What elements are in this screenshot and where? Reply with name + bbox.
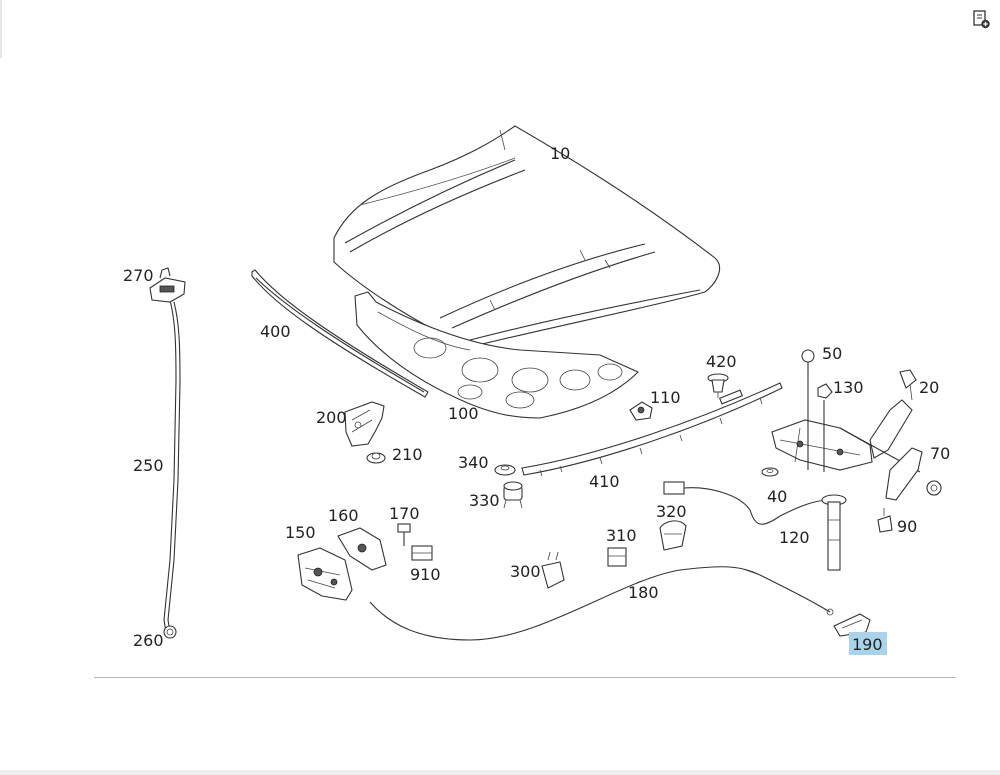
part-label-910[interactable]: 910 (410, 565, 441, 584)
part-label-340[interactable]: 340 (458, 453, 489, 472)
part-label-100[interactable]: 100 (448, 404, 479, 423)
part-270-drawing (149, 267, 186, 303)
part-label-40[interactable]: 40 (767, 487, 787, 506)
hood-inner-panel-drawing (354, 291, 639, 419)
part-label-120[interactable]: 120 (779, 528, 810, 547)
part-210-drawing (366, 452, 386, 464)
part-190-drawing (833, 613, 871, 637)
part-40-drawing (761, 467, 779, 477)
part-420-drawing (707, 373, 729, 398)
part-label-400[interactable]: 400 (260, 322, 291, 341)
left-panel-edge (0, 0, 2, 58)
part-330-drawing (503, 481, 523, 509)
part-label-10[interactable]: 10 (550, 144, 570, 163)
selected-part-highlight (849, 632, 887, 655)
part-label-150[interactable]: 150 (285, 523, 316, 542)
part-label-260[interactable]: 260 (133, 631, 164, 650)
part-label-410[interactable]: 410 (589, 472, 620, 491)
seal-strip-drawing (251, 269, 429, 398)
part-label-210[interactable]: 210 (392, 445, 423, 464)
part-label-170[interactable]: 170 (389, 504, 420, 523)
part-label-200[interactable]: 200 (316, 408, 347, 427)
seal-410-drawing (521, 382, 783, 477)
part-150-drawing (297, 547, 353, 601)
part-labels: 10 20 40 50 70 90 100 110 120 130 150 16… (123, 144, 950, 654)
part-label-300[interactable]: 300 (510, 562, 541, 581)
part-label-160[interactable]: 160 (328, 506, 359, 525)
part-70-drawing (885, 447, 942, 501)
part-label-190[interactable]: 190 (852, 635, 883, 654)
part-label-310[interactable]: 310 (606, 526, 637, 545)
part-160-drawing (337, 527, 387, 571)
part-200-drawing (344, 401, 385, 447)
part-label-420[interactable]: 420 (706, 352, 737, 371)
part-label-70[interactable]: 70 (930, 444, 950, 463)
part-label-130[interactable]: 130 (833, 378, 864, 397)
part-300-drawing (541, 551, 565, 589)
bottom-bar (0, 770, 1000, 775)
part-310-drawing (607, 547, 627, 567)
harness-120-drawing (663, 481, 831, 525)
part-130-drawing (817, 383, 833, 399)
part-label-320[interactable]: 320 (656, 502, 687, 521)
part-label-90[interactable]: 90 (897, 517, 917, 536)
release-rod-drawing (163, 299, 181, 633)
hood-drawing (333, 125, 721, 348)
part-label-180[interactable]: 180 (628, 583, 659, 602)
part-170-drawing (397, 523, 411, 546)
part-label-50[interactable]: 50 (822, 344, 842, 363)
part-label-20[interactable]: 20 (919, 378, 939, 397)
part-50-drawing (801, 349, 815, 374)
part-90-drawing (877, 508, 893, 533)
part-label-110[interactable]: 110 (650, 388, 681, 407)
part-label-250[interactable]: 250 (133, 456, 164, 475)
release-cable-drawing (369, 566, 834, 641)
part-340-drawing (494, 464, 516, 476)
sensor-drawing (821, 494, 847, 571)
hinge-drawing (771, 369, 921, 473)
part-label-330[interactable]: 330 (469, 491, 500, 510)
part-320-drawing (659, 520, 687, 551)
add-to-cart-button[interactable] (970, 8, 992, 30)
part-110-drawing (629, 401, 653, 421)
part-label-270[interactable]: 270 (123, 266, 154, 285)
part-910-drawing (411, 545, 433, 561)
part-260-drawing (163, 625, 177, 639)
add-to-cart-icon (973, 10, 990, 29)
diagram-separator (94, 677, 956, 678)
